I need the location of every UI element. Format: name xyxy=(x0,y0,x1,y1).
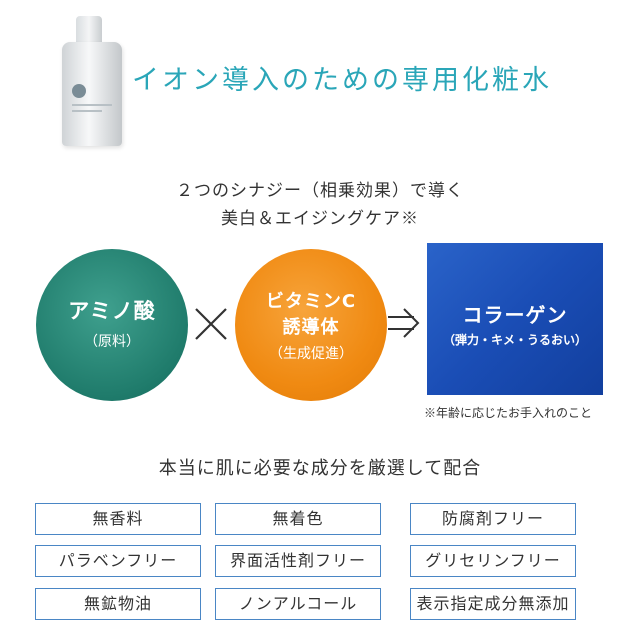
intro-line-2: 美白＆エイジングケア※ xyxy=(221,209,419,229)
intro-line-1: ２つのシナジー（相乗効果）で導く xyxy=(176,181,464,201)
vitamin-c-title-1: ビタミンC xyxy=(265,291,357,312)
feature-tag: ノンアルコール xyxy=(215,588,381,620)
bottle-label-line xyxy=(72,104,112,106)
amino-acid-title: アミノ酸 xyxy=(68,299,156,323)
vitamin-c-subtitle: （生成促進） xyxy=(269,346,353,362)
bottle-cap xyxy=(76,16,102,44)
collagen-title: コラーゲン xyxy=(462,303,568,327)
bottle-logo-icon xyxy=(72,84,86,98)
vitamin-c-title-2: 誘導体 xyxy=(282,317,340,338)
bottle-body xyxy=(62,42,122,146)
collagen-subtitle: （弾力・キメ・うるおい） xyxy=(442,333,587,347)
feature-tag: 無着色 xyxy=(215,503,381,535)
amino-acid-circle: アミノ酸 （原料） xyxy=(36,249,188,401)
product-bottle-image xyxy=(58,16,128,146)
features-heading: 本当に肌に必要な成分を厳選して配合 xyxy=(158,458,482,479)
feature-tag: 無鉱物油 xyxy=(35,588,201,620)
implies-arrow-icon xyxy=(388,308,420,338)
feature-tag: 表示指定成分無添加 xyxy=(410,588,576,620)
footnote: ※年齢に応じたお手入れのこと xyxy=(424,406,593,420)
multiply-icon xyxy=(195,308,227,340)
bottle-label-line xyxy=(72,110,102,112)
feature-tag: グリセリンフリー xyxy=(410,545,576,577)
page-title: イオン導入のための専用化粧水 xyxy=(132,65,552,96)
amino-acid-subtitle: （原料） xyxy=(84,334,140,350)
collagen-box: コラーゲン （弾力・キメ・うるおい） xyxy=(427,243,603,395)
feature-tag: パラベンフリー xyxy=(35,545,201,577)
feature-tag: 防腐剤フリー xyxy=(410,503,576,535)
feature-tag: 無香料 xyxy=(35,503,201,535)
vitamin-c-circle: ビタミンC 誘導体 （生成促進） xyxy=(235,249,387,401)
feature-tag: 界面活性剤フリー xyxy=(215,545,381,577)
